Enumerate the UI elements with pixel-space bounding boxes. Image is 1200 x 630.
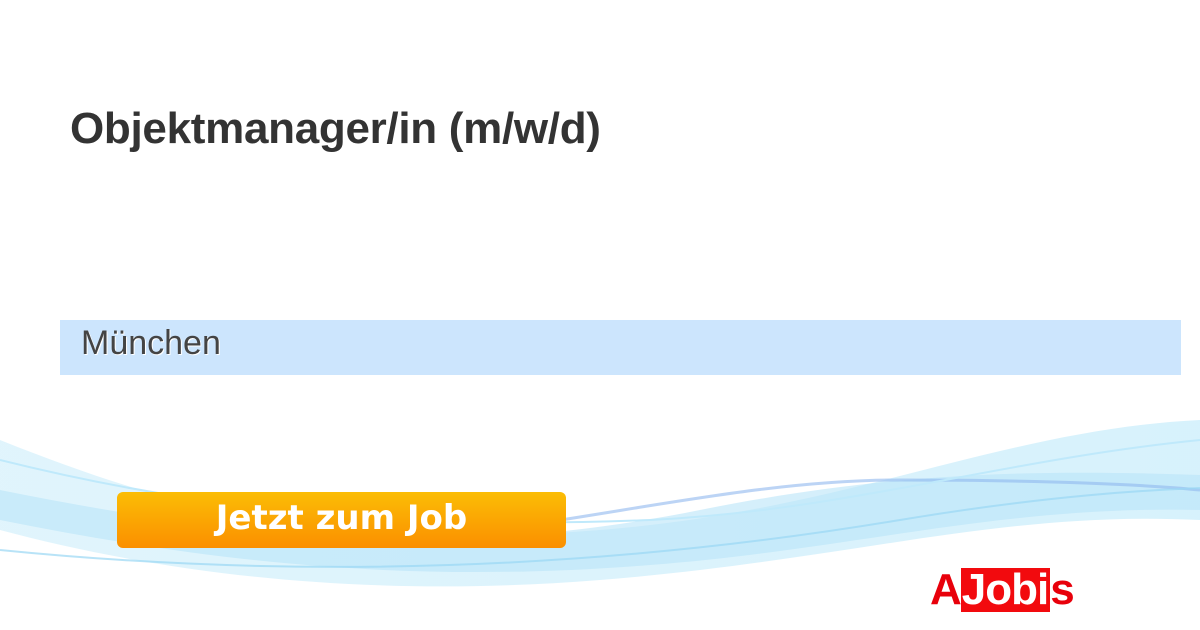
location-band: München [60,320,1181,375]
logo-suffix: s [1050,565,1075,614]
logo-prefix: A [930,565,962,614]
ajobis-logo[interactable]: A Jobi s [930,565,1075,614]
job-title: Objektmanager/in (m/w/d) [70,104,601,153]
job-location: München [81,324,221,362]
apply-now-button[interactable]: Jetzt zum Job [117,492,566,548]
logo-boxed: Jobi [960,565,1051,614]
